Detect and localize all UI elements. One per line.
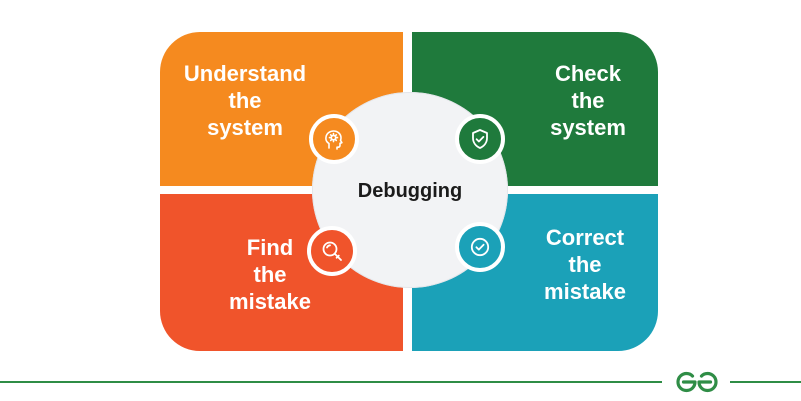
label-line: system xyxy=(207,115,283,140)
label-line: Find xyxy=(246,235,294,260)
label-line: Correct xyxy=(545,225,625,250)
label-line: mistake xyxy=(544,279,626,304)
label-line: the xyxy=(571,88,605,113)
footer-divider-left xyxy=(0,381,662,383)
geeksforgeeks-logo xyxy=(668,369,726,395)
quadrant-label-find-the-mistake: Find the mistake xyxy=(205,234,335,315)
center-title: Debugging xyxy=(357,180,463,202)
footer-divider-right xyxy=(730,381,801,383)
brain-gear-icon xyxy=(309,114,359,164)
label-line: system xyxy=(550,115,626,140)
label-line: the xyxy=(228,88,262,113)
label-line: Understand xyxy=(183,61,307,86)
check-circle-icon xyxy=(455,222,505,272)
label-line: the xyxy=(568,252,602,277)
shield-check-icon xyxy=(455,114,505,164)
label-line: Check xyxy=(554,61,622,86)
magnifier-icon xyxy=(307,226,357,276)
quadrant-label-understand-the-system: Understand the system xyxy=(170,60,320,141)
quadrant-label-check-the-system: Check the system xyxy=(527,60,649,141)
label-line: mistake xyxy=(229,289,311,314)
label-line: the xyxy=(253,262,287,287)
quadrant-label-correct-the-mistake: Correct the mistake xyxy=(520,224,650,305)
